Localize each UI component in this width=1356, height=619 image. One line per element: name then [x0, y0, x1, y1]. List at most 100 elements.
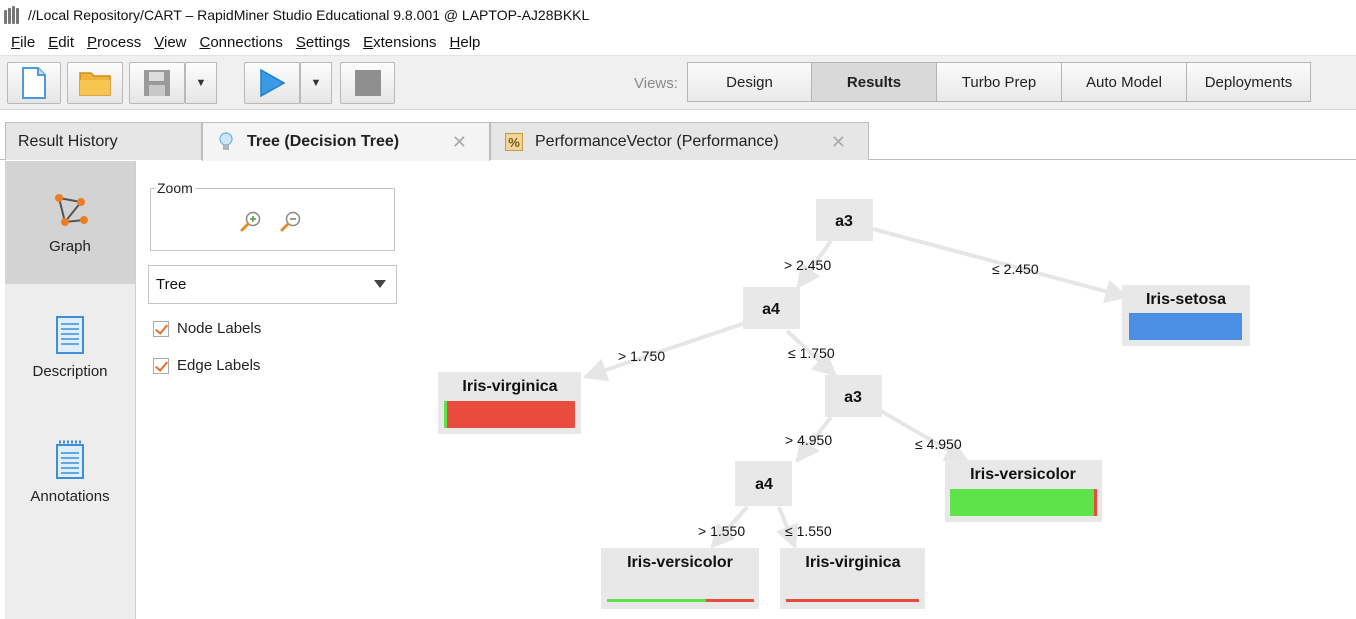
- zoom-label: Zoom: [155, 180, 195, 196]
- leaf-label: Iris-virginica: [462, 378, 557, 395]
- edge-a3-gt: [795, 415, 833, 463]
- chevron-down-icon: [374, 280, 386, 288]
- edge-labels-label: Edge Labels: [177, 357, 261, 374]
- leaf-label: Iris-virginica: [805, 554, 900, 571]
- view-deployments-button[interactable]: Deployments: [1186, 62, 1311, 102]
- class-distribution-bar: [607, 599, 706, 602]
- class-distribution-bar: [950, 489, 1097, 516]
- decision-tree-graph[interactable]: > 2.450 ≤ 2.450 > 1.750 ≤ 1.750 > 4.950 …: [407, 161, 1356, 619]
- new-file-icon: [22, 67, 46, 99]
- tab-tree-decision-tree[interactable]: Tree (Decision Tree) ✕: [202, 122, 490, 161]
- menu-process[interactable]: Process: [87, 34, 142, 51]
- graph-icon: [55, 194, 88, 226]
- tree-node-a3-mid[interactable]: a3: [825, 375, 882, 417]
- lightbulb-icon: [217, 132, 235, 151]
- menu-extensions[interactable]: Extensions: [363, 34, 437, 51]
- node-labels-checkbox-row[interactable]: Node Labels: [153, 320, 261, 337]
- node-labels-label: Node Labels: [177, 320, 262, 337]
- edge-a4b-gt: [710, 505, 749, 549]
- title-bar: //Local Repository/CART – RapidMiner Stu…: [0, 0, 1356, 30]
- tab-performance-vector[interactable]: % PerformanceVector (Performance) ✕: [490, 122, 869, 160]
- menu-connections[interactable]: Connections: [199, 34, 283, 51]
- tab-label: Tree (Decision Tree): [247, 133, 400, 150]
- edge-a4b-le: [775, 506, 799, 550]
- run-process-button[interactable]: [244, 62, 300, 104]
- graph-options-panel: Zoom Tree Node Labels Edge Labels: [137, 161, 407, 619]
- layout-select-value: Tree: [156, 276, 187, 293]
- edge-label-a4b-gt: > 1.550: [698, 523, 745, 539]
- edge-a3-le: [879, 409, 970, 463]
- sidebar-item-label: Description: [32, 363, 108, 380]
- edge-label-a3-le: ≤ 4.950: [915, 436, 962, 452]
- menu-edit[interactable]: Edit: [48, 34, 75, 51]
- class-distribution-bar: [1094, 489, 1097, 516]
- save-disk-icon: [144, 70, 170, 96]
- stop-icon: [354, 70, 381, 96]
- tab-result-history[interactable]: Result History: [5, 122, 202, 160]
- tree-leaf-virginica-1[interactable]: Iris-virginica: [438, 372, 581, 434]
- close-icon[interactable]: ✕: [451, 132, 467, 152]
- play-icon: [260, 68, 286, 98]
- tree-leaf-virginica-2[interactable]: Iris-virginica: [780, 548, 925, 609]
- class-distribution-bar: [706, 599, 754, 602]
- edge-a4-gt: [582, 321, 746, 382]
- open-folder-icon: [79, 72, 111, 96]
- sidebar-item-annotations[interactable]: Annotations: [5, 411, 135, 534]
- tree-leaf-versicolor-2[interactable]: Iris-versicolor: [601, 548, 759, 609]
- menu-view[interactable]: View: [154, 34, 187, 51]
- tree-leaf-setosa[interactable]: Iris-setosa: [1122, 285, 1250, 346]
- edge-label-a4b-le: ≤ 1.550: [785, 523, 832, 539]
- view-design-button[interactable]: Design: [687, 62, 812, 102]
- edge-label-root-gt: > 2.450: [784, 257, 831, 273]
- result-tab-bar: Result History Tree (Decision Tree) ✕ % …: [0, 110, 1356, 161]
- save-dropdown-button[interactable]: ▼: [185, 62, 217, 104]
- edge-label-root-le: ≤ 2.450: [992, 261, 1039, 277]
- menu-settings[interactable]: Settings: [295, 34, 351, 51]
- edge-label-a3-gt: > 4.950: [785, 432, 832, 448]
- tab-label: Result History: [18, 132, 118, 150]
- main-toolbar: ▼ ▼ Views: Design Results Turbo Prep Aut…: [0, 55, 1356, 110]
- node-label: a3: [844, 389, 862, 406]
- chevron-down-icon: ▼: [310, 77, 322, 89]
- percent-icon: %: [505, 132, 523, 151]
- zoom-in-icon[interactable]: [239, 209, 263, 233]
- menu-help[interactable]: Help: [449, 34, 481, 51]
- tree-node-a4-top[interactable]: a4: [743, 287, 800, 329]
- view-turbo-prep-button[interactable]: Turbo Prep: [936, 62, 1062, 102]
- tab-label: PerformanceVector (Performance): [535, 132, 779, 150]
- sidebar-item-graph[interactable]: Graph: [5, 161, 135, 284]
- edge-labels-checkbox[interactable]: [153, 357, 169, 374]
- node-label: a4: [762, 301, 780, 318]
- sidebar-item-label: Annotations: [30, 488, 110, 505]
- stop-process-button[interactable]: [340, 62, 395, 104]
- edge-label-a4-le: ≤ 1.750: [788, 345, 835, 361]
- rapidminer-app-icon: [4, 6, 22, 24]
- view-auto-model-button[interactable]: Auto Model: [1061, 62, 1187, 102]
- tree-node-a4-low[interactable]: a4: [735, 461, 792, 506]
- tree-leaf-versicolor-1[interactable]: Iris-versicolor: [945, 460, 1102, 522]
- menu-bar: File Edit Process View Connections Setti…: [0, 30, 1356, 55]
- menu-file[interactable]: File: [11, 34, 36, 51]
- edge-labels-checkbox-row[interactable]: Edge Labels: [153, 357, 260, 374]
- edge-a4-le: [785, 329, 837, 377]
- node-label: a4: [755, 476, 773, 493]
- node-label: a3: [835, 213, 853, 230]
- window-title: //Local Repository/CART – RapidMiner Stu…: [28, 7, 590, 23]
- sidebar-item-description[interactable]: Description: [5, 286, 135, 409]
- node-labels-checkbox[interactable]: [153, 320, 169, 337]
- notepad-icon: [56, 440, 84, 479]
- run-dropdown-button[interactable]: ▼: [300, 62, 332, 104]
- svg-text:%: %: [508, 135, 520, 150]
- zoom-out-icon[interactable]: [279, 209, 303, 233]
- open-process-button[interactable]: [67, 62, 123, 104]
- zoom-group: [150, 188, 395, 251]
- sidebar-item-label: Graph: [49, 238, 91, 255]
- edge-root-gt: [796, 239, 833, 289]
- new-process-button[interactable]: [7, 62, 61, 104]
- view-results-button[interactable]: Results: [811, 62, 937, 102]
- layout-select[interactable]: Tree: [148, 265, 397, 304]
- save-process-button[interactable]: [129, 62, 185, 104]
- tree-node-root[interactable]: a3: [816, 199, 873, 241]
- document-lines-icon: [56, 316, 84, 354]
- close-icon[interactable]: ✕: [830, 132, 846, 152]
